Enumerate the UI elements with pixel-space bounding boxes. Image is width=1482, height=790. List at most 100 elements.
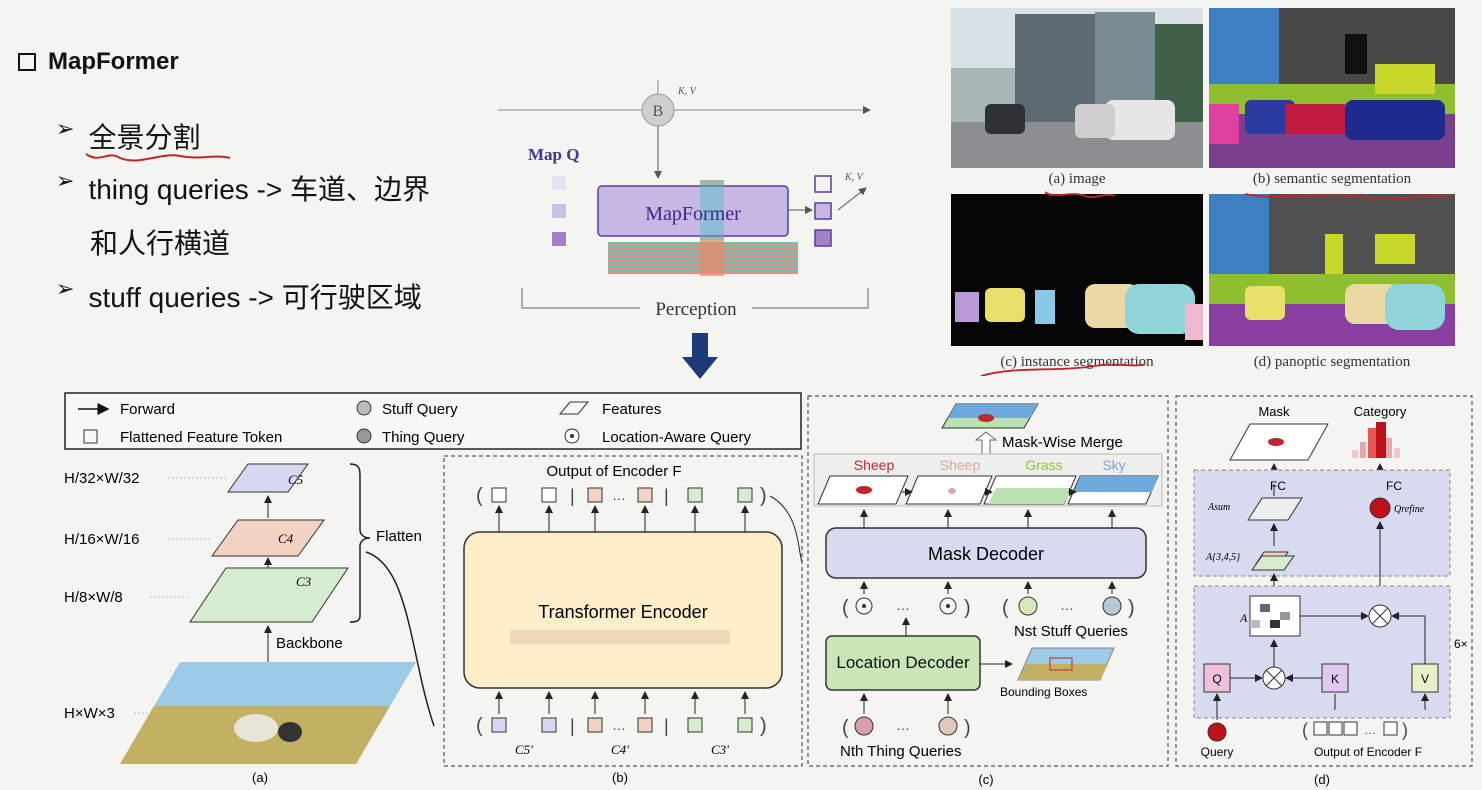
c3-feature-map — [189, 567, 349, 623]
panel-d-caption: (d) panoptic segmentation — [1254, 354, 1411, 370]
kv-label-right: K, V — [844, 172, 865, 183]
kv-label-top: K, V — [677, 86, 698, 97]
legend: Forward Flattened Feature Token Stuff Qu… — [64, 392, 802, 450]
stuff-query-icon — [356, 400, 372, 416]
svg-text:…: … — [1060, 597, 1074, 613]
square-bullet-icon — [18, 53, 36, 71]
arrowhead-bullet-icon: ➢ — [56, 168, 75, 193]
panel-b-caption: (b) semantic segmentation — [1253, 171, 1412, 187]
svg-text:): ) — [964, 597, 971, 619]
backbone-label: Backbone — [276, 635, 343, 652]
class-label-sheep-2: Sheep — [940, 457, 981, 473]
panel-panoptic — [1209, 194, 1455, 346]
refined-query-token — [814, 175, 832, 193]
panel-d-mask-decoder-detail: Mask Category FC FC Asum A{3,4,5} Qrefin… — [1175, 395, 1473, 787]
bounding-boxes-label: Bounding Boxes — [1000, 685, 1087, 699]
class-label-grass: Grass — [1025, 457, 1062, 473]
location-decoder-block — [825, 635, 981, 691]
panel-a-caption: (a) image — [1048, 171, 1105, 187]
svg-text:|: | — [664, 486, 669, 506]
q-refine-node — [1369, 497, 1391, 519]
legend-token: Flattened Feature Token — [120, 429, 282, 446]
slide-title-text: MapFormer — [48, 48, 179, 75]
svg-text:…: … — [896, 717, 910, 733]
location-query-icon — [855, 597, 873, 615]
c3-label: C3 — [296, 574, 312, 589]
svg-text:…: … — [612, 487, 626, 503]
c4-feature-map — [211, 519, 325, 557]
location-decoder-label: Location Decoder — [836, 653, 970, 672]
mask-decoder-label: Mask Decoder — [928, 544, 1044, 564]
mapformer-perception-diagram: B K, V Map Q MapFormer K, V Perception — [498, 80, 871, 320]
bullet-item: ➢ thing queries -> 车道、边界 — [56, 164, 430, 216]
location-query-icon — [939, 597, 957, 615]
category-histogram — [1352, 422, 1400, 458]
v-label: V — [1421, 672, 1429, 686]
slide-title: MapFormer — [18, 48, 179, 76]
transformer-encoder-label: Transformer Encoder — [538, 602, 707, 622]
flatten-brace — [349, 463, 371, 623]
arrowhead-bullet-icon: ➢ — [56, 276, 75, 301]
thing-query-icon — [356, 428, 372, 444]
res-32-label: H/32×W/32 — [64, 470, 139, 487]
merge-arrow-icon — [974, 431, 998, 456]
query-token — [552, 176, 566, 190]
panel-c-caption: (c) instance segmentation — [1000, 354, 1154, 370]
res-16-label: H/16×W/16 — [64, 531, 139, 548]
svg-text:): ) — [1402, 720, 1408, 740]
bullet-item: ➢ 全景分割 — [56, 112, 200, 164]
fc-label-right: FC — [1386, 479, 1402, 493]
legend-location-query: Location-Aware Query — [602, 429, 751, 446]
attention-grid — [1249, 595, 1301, 637]
c5-prime-label: C5' — [515, 742, 533, 757]
segmentation-examples: (a) image (b) semantic segmentation (c) … — [951, 8, 1455, 376]
query-node — [1207, 722, 1227, 742]
svg-text:(: ( — [842, 717, 849, 739]
attention-a-label: A — [1239, 611, 1248, 625]
panel-b-caption: (b) — [612, 770, 628, 785]
bullet-text: 和人行横道 — [90, 228, 231, 259]
query-token — [552, 204, 566, 218]
map-q-label: Map Q — [528, 145, 579, 164]
panel-c-caption: (c) — [978, 772, 993, 787]
legend-forward: Forward — [120, 401, 175, 418]
svg-text:(: ( — [476, 485, 483, 507]
stuff-queries-label: Nst Stuff Queries — [1014, 623, 1128, 640]
svg-text:|: | — [570, 716, 575, 736]
res-full-label: H×W×3 — [64, 705, 115, 722]
bullet-item: ➢ stuff queries -> 可行驶区域 — [56, 272, 422, 324]
svg-text:(: ( — [1302, 720, 1308, 740]
token-icon — [83, 429, 98, 444]
k-block — [1321, 663, 1349, 693]
a-345-maps — [1251, 555, 1295, 571]
stuff-query-icon — [1018, 596, 1038, 616]
encoder-output-label: Output of Encoder F — [546, 463, 681, 480]
c5-feature-map — [227, 463, 309, 493]
q-refine-label: Qrefine — [1394, 504, 1425, 515]
a-345-label: A{3,4,5} — [1205, 552, 1240, 563]
panel-a-backbone: H/32×W/32 H/16×W/16 H/8×W/8 H×W×3 C5 C4 … — [64, 463, 435, 785]
svg-text:): ) — [964, 717, 971, 739]
a-sum-label: Asum — [1207, 502, 1230, 513]
panel-semantic — [1209, 8, 1455, 168]
svg-text:): ) — [760, 715, 767, 737]
c4-label: C4 — [278, 531, 294, 546]
svg-text:): ) — [760, 485, 767, 507]
svg-text:): ) — [1128, 597, 1135, 619]
c4-prime-label: C4' — [611, 742, 629, 757]
svg-text:…: … — [612, 717, 626, 733]
svg-text:…: … — [1364, 723, 1376, 737]
k-label: K — [1331, 672, 1339, 686]
mapformer-block — [597, 185, 789, 237]
handwritten-underline — [85, 153, 231, 162]
svg-text:(: ( — [1002, 597, 1009, 619]
a-sum-map — [1247, 497, 1303, 521]
query-label: Query — [1201, 745, 1234, 759]
output-token-row: ( | … | ) — [476, 485, 767, 507]
q-label: Q — [1212, 672, 1221, 686]
mapformer-block-label: MapFormer — [645, 203, 741, 225]
down-arrow-icon — [682, 333, 718, 379]
transformer-encoder-block — [463, 531, 783, 689]
fc-label-left: FC — [1270, 479, 1286, 493]
sheep-image — [120, 662, 416, 764]
